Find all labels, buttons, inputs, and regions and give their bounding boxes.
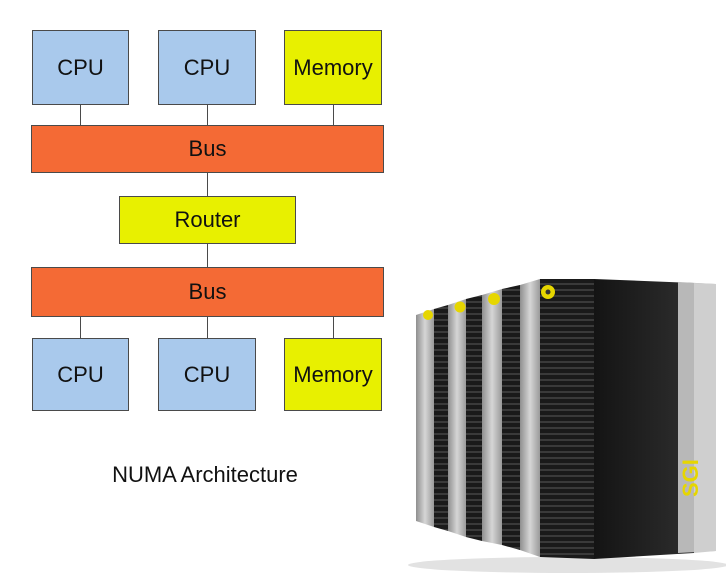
connector-line xyxy=(333,316,334,339)
connector-line xyxy=(333,104,334,126)
bus: Bus xyxy=(31,125,384,173)
router-node: Router xyxy=(119,196,296,244)
diagram-caption: NUMA Architecture xyxy=(112,462,298,487)
cpu-node: CPU xyxy=(158,338,256,411)
cpu-node: CPU xyxy=(32,338,129,411)
memory-node: Memory xyxy=(284,30,382,105)
connector-line xyxy=(207,104,208,126)
connector-line xyxy=(80,104,81,126)
bus: Bus xyxy=(31,267,384,317)
memory-node: Memory xyxy=(284,338,382,411)
connector-line xyxy=(80,316,81,339)
server-cabinet-image: SGI xyxy=(408,279,726,573)
svg-text:SGI: SGI xyxy=(678,459,703,497)
cabinet-badge-icon xyxy=(488,293,500,305)
connector-line xyxy=(207,316,208,339)
connector-line xyxy=(207,243,208,268)
connector-line xyxy=(207,172,208,197)
cpu-node: CPU xyxy=(32,30,129,105)
cabinet-badge-icon xyxy=(423,310,433,320)
cabinet-badge-icon xyxy=(454,301,466,313)
cpu-node: CPU xyxy=(158,30,256,105)
